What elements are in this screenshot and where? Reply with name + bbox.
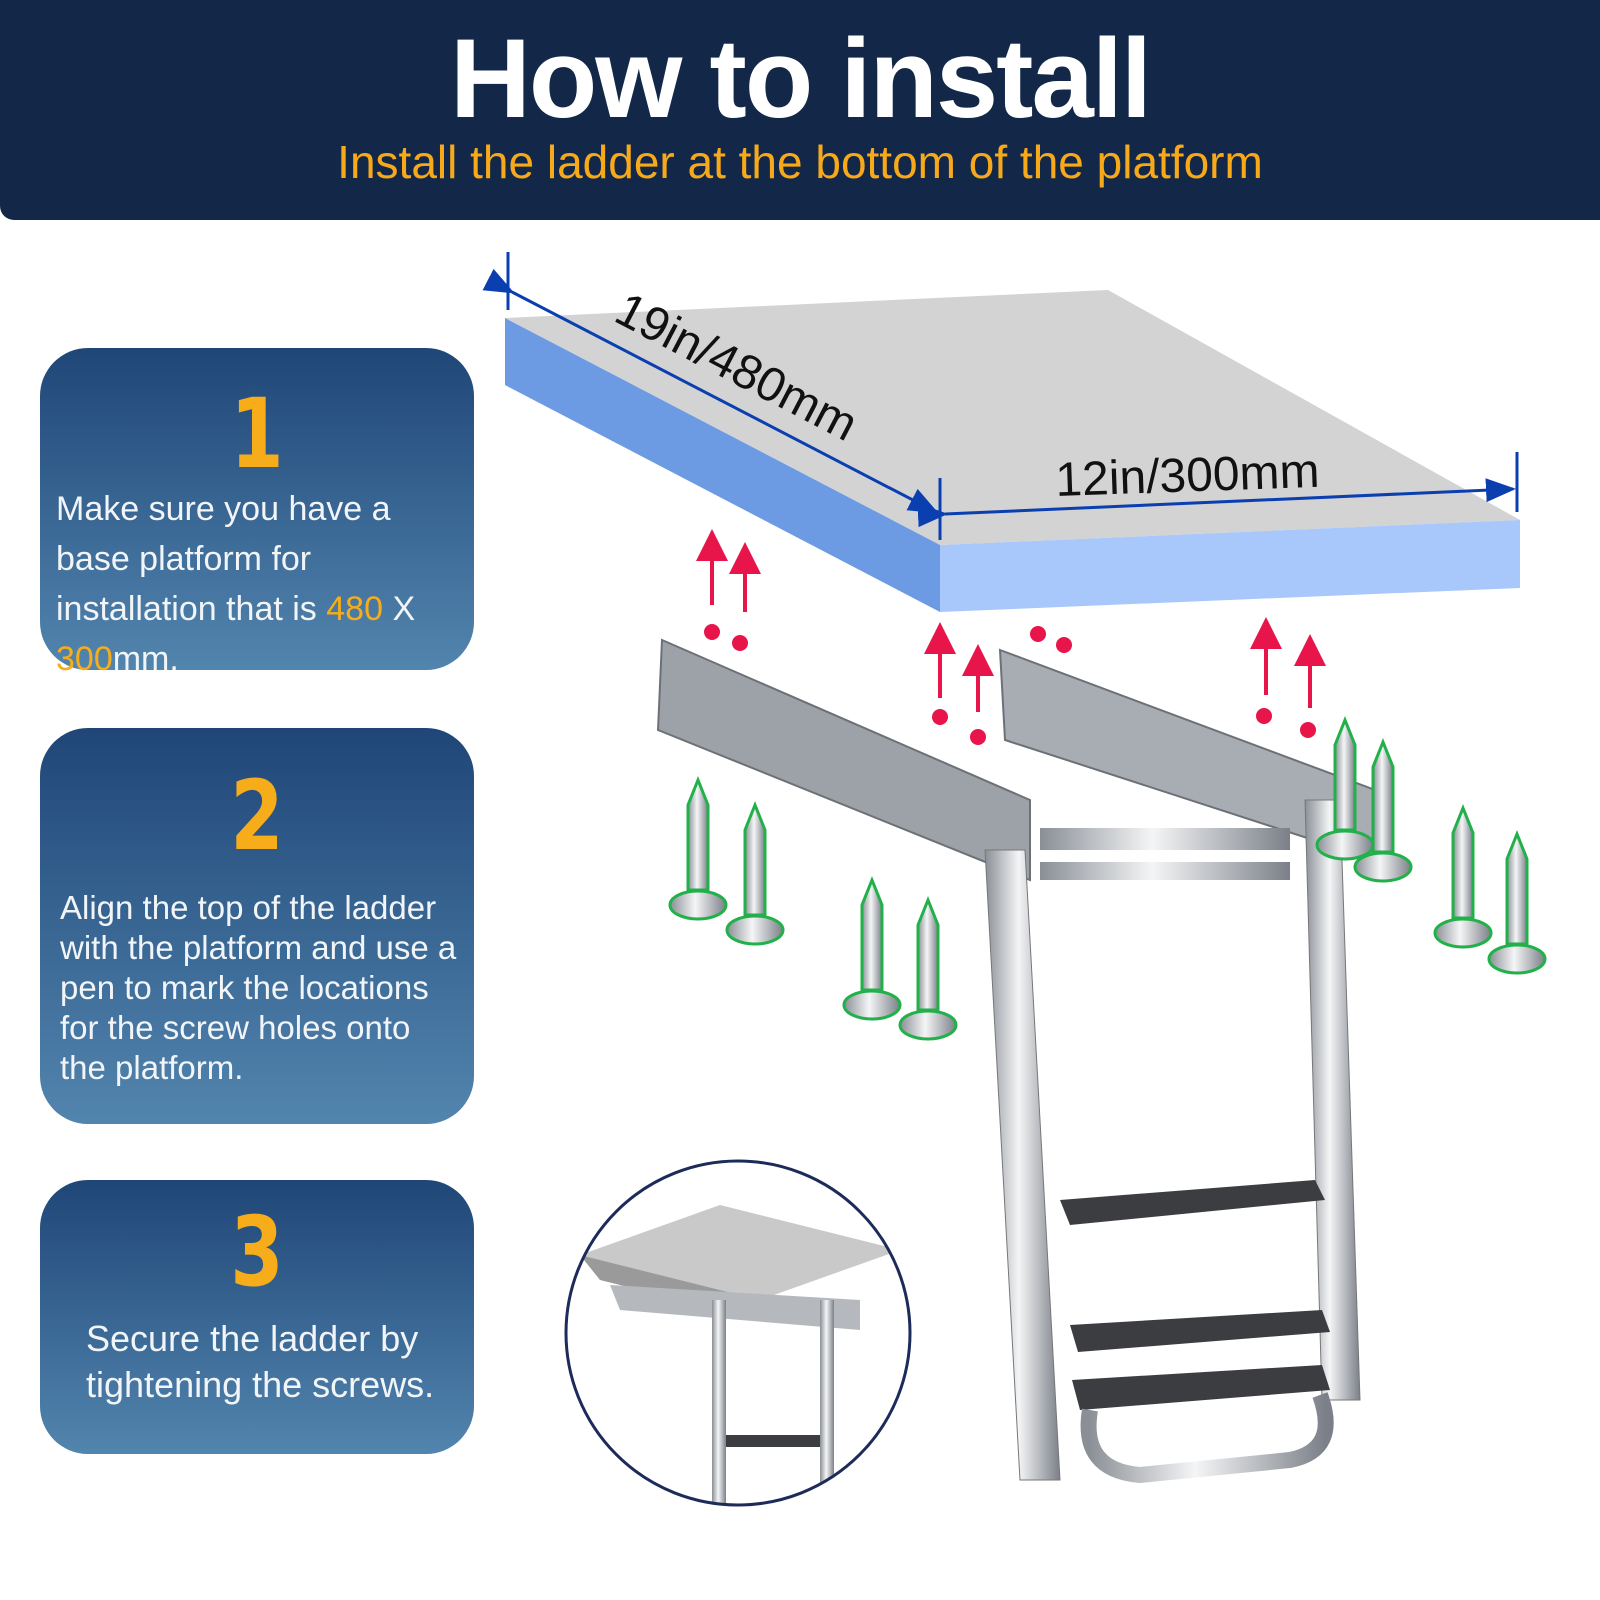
- telescoping-ladder: [656, 638, 1376, 1484]
- screw-icon: [842, 875, 902, 1021]
- screw-icon: [898, 895, 958, 1041]
- header-banner: How to install Install the ladder at the…: [0, 0, 1600, 220]
- step-text: Make sure you have a base platform for i…: [40, 484, 474, 684]
- screw-icon: [725, 800, 785, 946]
- screw-icon: [668, 775, 728, 921]
- step-card-2: 2 Align the top of the ladder with the p…: [40, 728, 474, 1124]
- step-number: 2: [230, 760, 284, 872]
- screw-icon: [1487, 829, 1547, 975]
- step-text: Secure the ladder by tightening the scre…: [86, 1318, 435, 1405]
- page-subtitle: Install the ladder at the bottom of the …: [337, 136, 1263, 188]
- screw-icon: [1433, 803, 1493, 949]
- dimension-lines: [482, 252, 1519, 540]
- step-text: Align the top of the ladder with the pla…: [60, 889, 457, 1086]
- width-dimension-label: 12in/300mm: [1055, 445, 1321, 507]
- step-number: 3: [230, 1196, 284, 1308]
- mounting-hole-arrows: [696, 529, 1326, 745]
- step-card-3: 3 Secure the ladder by tightening the sc…: [40, 1180, 474, 1454]
- step-text-part: mm.: [112, 640, 179, 678]
- step-card-1: 1 Make sure you have a base platform for…: [40, 348, 474, 678]
- step-number: 1: [230, 378, 284, 490]
- screws: [668, 715, 1547, 1041]
- dimension-highlight: 300: [56, 640, 113, 678]
- step-text-part: Make sure you have a base platform for i…: [56, 490, 391, 628]
- detail-inset: [564, 1159, 912, 1507]
- step-text-part: X: [383, 590, 416, 628]
- screw-icon: [1353, 737, 1413, 883]
- dimension-highlight: 480: [326, 590, 383, 628]
- page-title: How to install: [450, 16, 1152, 141]
